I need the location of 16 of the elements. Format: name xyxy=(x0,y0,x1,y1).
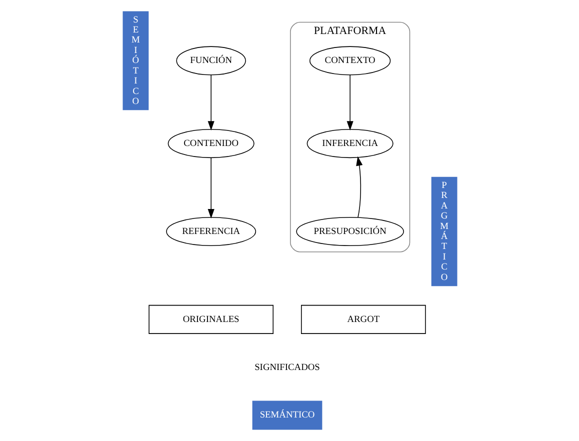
node-box: ARGOT xyxy=(300,304,426,334)
node-ellipse: REFERENCIA xyxy=(166,216,256,246)
node-box: SEMIÓTICO xyxy=(122,11,148,110)
node-box: SEMÁNTICO xyxy=(252,400,322,430)
node-ellipse: PRESUPOSICIÓN xyxy=(296,216,404,246)
arrow xyxy=(356,156,362,218)
node-box: ORIGINALES xyxy=(148,304,274,334)
arrow xyxy=(207,157,214,218)
arrow xyxy=(346,74,353,130)
arrow xyxy=(207,74,214,130)
node-box: PRAGMÁTICO xyxy=(430,176,457,286)
node-ellipse: INFERENCIA xyxy=(306,129,393,158)
node-ellipse: CONTENIDO xyxy=(167,129,254,158)
label: SIGNIFICADOS xyxy=(254,362,320,373)
node-ellipse: FUNCIÓN xyxy=(176,46,246,76)
node-ellipse: CONTEXTO xyxy=(308,46,390,76)
